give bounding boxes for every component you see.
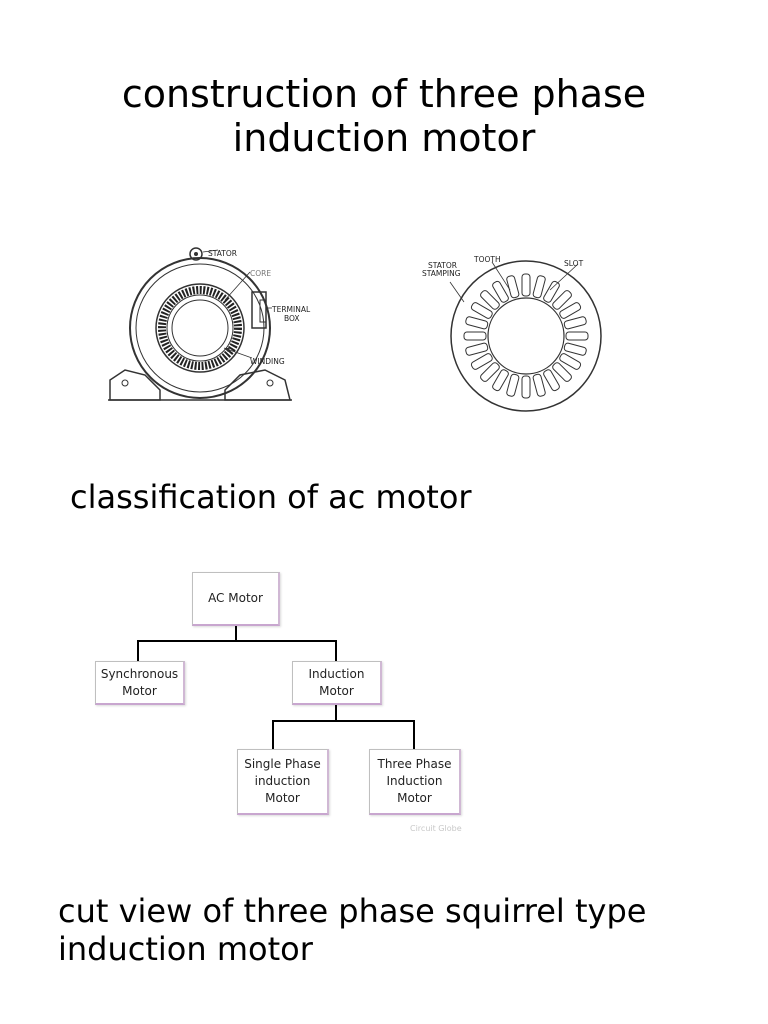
stator-slot: [532, 373, 546, 397]
label-stator: STATOR: [208, 249, 237, 258]
label-slot: SLOT: [564, 259, 584, 268]
stator-slot: [492, 369, 509, 392]
connector-line: [272, 720, 415, 722]
stator-slot: [521, 273, 531, 297]
node-single-phase-induction-motor: Single Phase induction Motor: [237, 749, 329, 815]
label-stator-stamping: STATOR STAMPING: [422, 261, 461, 278]
connector-line: [272, 720, 274, 750]
node-three-phase-induction-motor: Three Phase Induction Motor: [369, 749, 461, 815]
section-heading-cut-view: cut view of three phase squirrel type in…: [58, 892, 647, 968]
stator-slot: [563, 342, 587, 356]
stator-stamping-figure: STATOR STAMPING TOOTH SLOT: [418, 250, 618, 420]
watermark: Circuit Globe: [410, 824, 462, 833]
stator-slot: [543, 369, 560, 392]
node-ac-motor: AC Motor: [192, 572, 280, 626]
stator-slot: [480, 290, 500, 310]
label-winding: WINDING: [250, 357, 285, 366]
stator-slot: [559, 353, 582, 370]
label-core: CORE: [250, 269, 271, 278]
stator-slot: [552, 290, 572, 310]
stator-slot: [465, 342, 489, 356]
stator-stamping-drawing: STATOR STAMPING TOOTH SLOT: [422, 255, 602, 412]
connector-line: [413, 720, 415, 750]
stator-slot: [543, 280, 560, 303]
node-induction-motor: Induction Motor: [292, 661, 382, 705]
page-title: construction of three phase induction mo…: [121, 72, 647, 160]
stator-slot: [521, 375, 531, 399]
stator-slot: [463, 331, 487, 341]
stator-slot: [532, 275, 546, 299]
connector-line: [137, 640, 139, 662]
stator-slot: [465, 316, 489, 330]
section-heading-classification: classification of ac motor: [70, 478, 472, 516]
stator-slot: [552, 362, 572, 382]
connector-line: [235, 625, 237, 642]
connector-line: [137, 640, 337, 642]
stator-slot: [563, 316, 587, 330]
stator-slot: [559, 302, 582, 319]
stator-slot: [565, 331, 589, 341]
label-tooth: TOOTH: [473, 255, 501, 264]
stator-slot: [480, 362, 500, 382]
stator-slot: [470, 353, 493, 370]
connector-line: [335, 704, 337, 722]
node-synchronous-motor: Synchronous Motor: [95, 661, 185, 705]
stator-slot: [506, 373, 520, 397]
connector-line: [335, 640, 337, 662]
stator-slot: [470, 302, 493, 319]
stator-slot: [492, 280, 509, 303]
